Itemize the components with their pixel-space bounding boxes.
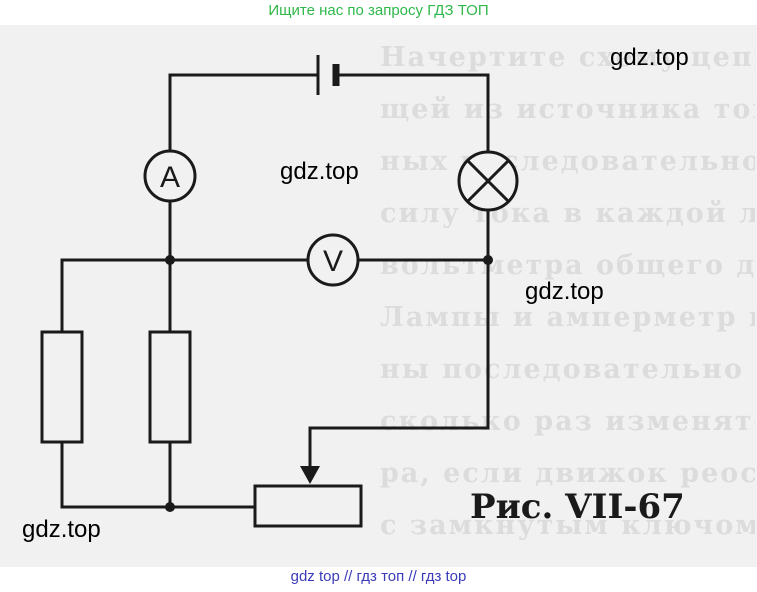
bg-line: с замкнутым ключом источника. Напряжение	[380, 510, 755, 541]
bg-line: сколько раз изменятся показания ампермет…	[380, 406, 755, 437]
textbook-page	[0, 25, 757, 567]
watermark: gdz.top	[22, 516, 101, 543]
ammeter-label: A	[160, 161, 180, 194]
junction-dot	[483, 255, 493, 265]
bottom-banner[interactable]: gdz top // гдз топ // гдз top	[290, 568, 467, 585]
figure-caption: Рис. VII-67	[470, 487, 685, 527]
bg-line: щей из источника тока, трёх ламп, включё…	[380, 94, 755, 125]
voltmeter-circle	[306, 233, 360, 287]
bg-line: вольтметра общего для всей цепи.	[380, 250, 755, 281]
ammeter-circle	[143, 149, 197, 203]
lamp-cross-2	[466, 159, 510, 203]
rheostat-slider-arrow	[300, 466, 320, 484]
junction-dot	[165, 255, 175, 265]
bg-line: ра, если движок реостата сдвинуть вниз	[380, 458, 755, 489]
watermark: gdz.top	[280, 158, 359, 185]
watermark: gdz.top	[610, 44, 689, 71]
bg-line: силу тока в каждой лампе и во всей цепи,…	[380, 198, 755, 229]
resistor-middle	[148, 330, 192, 444]
bg-line: Начертите схему цепи, состоя-	[380, 42, 755, 73]
bg-line: ны последовательно на рисунке VII-67. Во	[380, 354, 755, 385]
watermark: gdz.top	[525, 278, 604, 305]
top-banner[interactable]: Ищите нас по запросу ГДЗ ТОП	[268, 2, 489, 19]
voltmeter-label: V	[323, 245, 343, 278]
resistor-left	[40, 330, 84, 444]
rheostat	[253, 484, 363, 528]
bg-line: Лампы и амперметр включе-	[380, 302, 755, 333]
junction-dot	[165, 502, 175, 512]
bg-line: ных последовательно, амперметров, измеря…	[380, 146, 755, 177]
faded-background-text: Начертите схему цепи, состоя- щей из ист…	[380, 32, 755, 552]
